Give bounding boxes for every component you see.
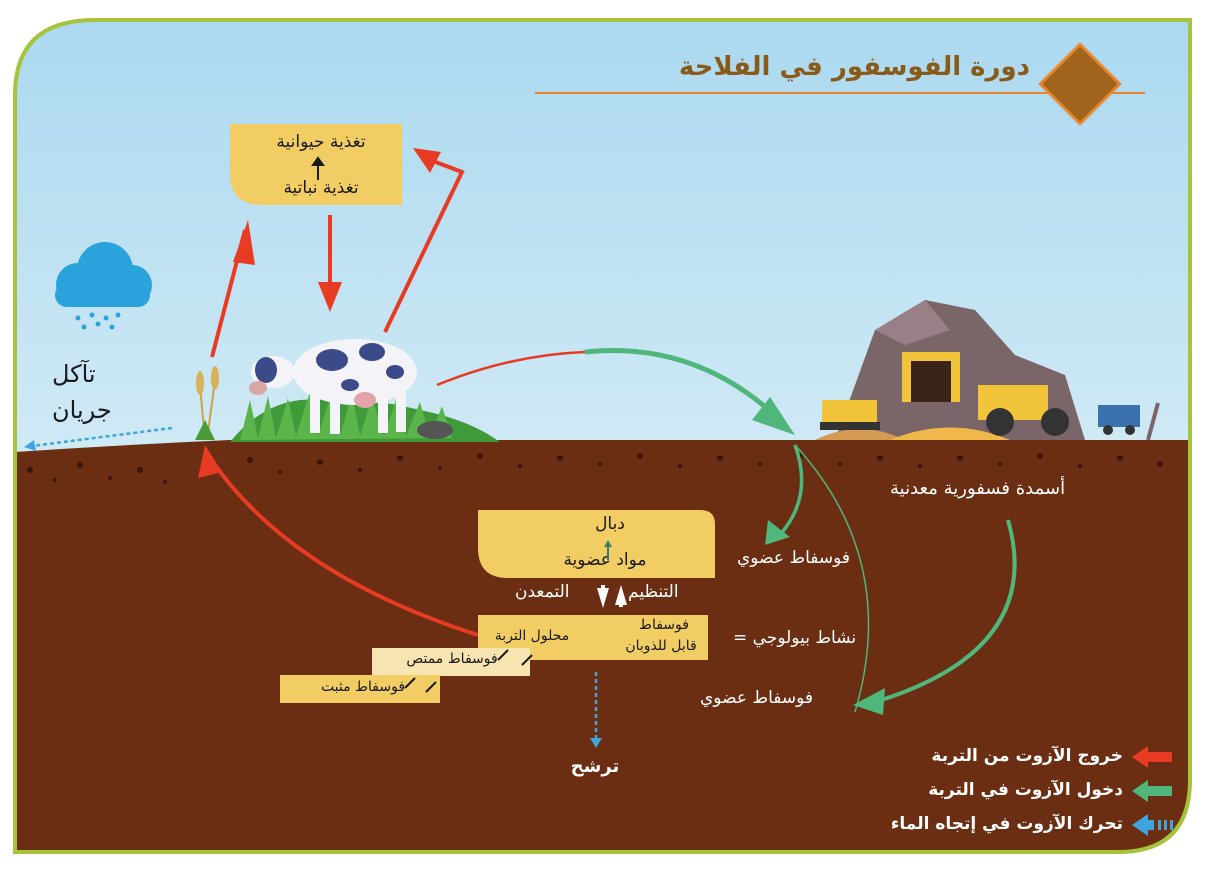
label-organic-matter: مواد عضوية [563, 550, 647, 570]
organic-matter-box [478, 510, 715, 578]
title-diamond [1038, 42, 1122, 126]
label-mineralization: التمعدن [515, 582, 570, 602]
cow-icon [249, 339, 417, 434]
legend-arrows [1132, 746, 1173, 836]
label-absorbed-phosphate: فوسفاط ممتص [406, 651, 498, 667]
label-runoff: جريان [52, 396, 112, 424]
soil-stones [27, 453, 1163, 484]
legend-red-arrow [1132, 746, 1172, 768]
label-mineral-fertilizers: أسمدة فسفورية معدنية [890, 478, 1066, 499]
arrow-to-organic-phosphate-1 [773, 444, 804, 542]
label-soluble-phosphate-2: قابل للذوبان [625, 638, 697, 654]
absorbed-phosphate-box [372, 648, 530, 676]
small-dark-arrows [311, 156, 612, 693]
label-humus: دبال [595, 514, 625, 534]
legend-item-input: دخول الآزوت في التربة [928, 780, 1123, 800]
wheat-plant-icon [195, 366, 219, 441]
legend-green-arrow [1132, 780, 1172, 802]
immobilization-mineralization-arrows [597, 585, 627, 608]
label-leaching: ترشح [570, 756, 620, 777]
legend-blue-arrow [1132, 814, 1154, 836]
label-organic-phosphate-1: فوسفاط عضوي [737, 548, 851, 568]
legend-item-water: تحرك الآزوت في إتجاه الماء [890, 814, 1123, 834]
label-biological-activity: نشاط بيولوجي = [733, 628, 857, 648]
label-organic-phosphate-2: فوسفاط عضوي [700, 688, 814, 708]
rain-cloud-icon [55, 242, 152, 330]
diagram-title: دورة الفوسفور في الفلاحة [678, 52, 1030, 82]
arrow-runoff [31, 426, 173, 448]
blue-dotted-arrows [31, 426, 598, 740]
label-soluble-phosphate-1: فوسفاط [639, 617, 689, 633]
arrow-cow-manure [436, 350, 586, 387]
rock [417, 421, 453, 439]
label-animal-feed: تغذية حيوانية [276, 132, 366, 152]
label-immobilization: التنظيم [628, 582, 679, 602]
label-fixed-phosphate: فوسفاط مثبت [320, 679, 406, 695]
label-plant-feed: تغذية نباتية [283, 178, 359, 198]
label-soil-solution: محلول التربة [494, 628, 570, 644]
arrow-manure-to-soil [584, 348, 787, 427]
arrow-cow-to-feed [383, 156, 465, 333]
legend-item-output: خروج الآزوت من التربة [931, 746, 1123, 766]
arrow-solution-to-plant [208, 456, 479, 637]
mine-quarry-icon [815, 300, 1160, 441]
frame-border [13, 18, 1192, 854]
label-erosion: تآكل [52, 360, 96, 388]
arrow-fertilizer-to-organic-phosphate [874, 519, 1017, 704]
green-arrows [584, 348, 1017, 713]
red-arrowheads [198, 148, 441, 478]
thin-green-line [794, 444, 870, 713]
